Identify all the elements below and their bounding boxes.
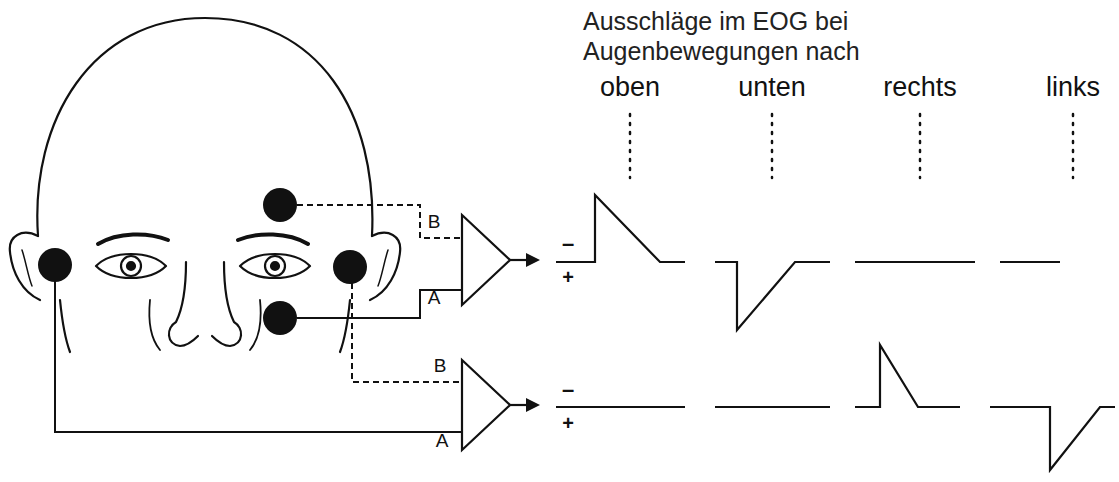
polarity-sign: + xyxy=(562,412,574,435)
guide-lines xyxy=(630,114,1073,178)
input-label: B xyxy=(434,355,447,377)
electrodes xyxy=(38,188,367,335)
polarity-sign: – xyxy=(562,377,574,402)
right-ear xyxy=(370,233,400,300)
eyebrow xyxy=(98,234,168,244)
left-ear xyxy=(10,233,40,300)
column-header: rechts xyxy=(883,72,957,103)
eye xyxy=(96,254,166,278)
polarity-sign: + xyxy=(562,266,574,289)
wires xyxy=(55,205,462,432)
polarity-sign: – xyxy=(562,231,574,256)
nose xyxy=(212,262,241,346)
input-label: A xyxy=(428,287,441,309)
input-label: B xyxy=(428,211,441,233)
head-outline xyxy=(37,18,372,236)
amplifier xyxy=(462,215,510,450)
column-header: links xyxy=(1046,72,1100,103)
eog-trace xyxy=(556,195,1115,470)
diagram-title: Ausschläge im EOG bei Augenbewegungen na… xyxy=(583,6,923,66)
column-header: oben xyxy=(600,72,660,103)
eye xyxy=(240,254,310,278)
nose xyxy=(169,262,198,346)
column-header: unten xyxy=(738,72,806,103)
eyebrow xyxy=(238,234,308,244)
input-label: A xyxy=(436,430,449,452)
